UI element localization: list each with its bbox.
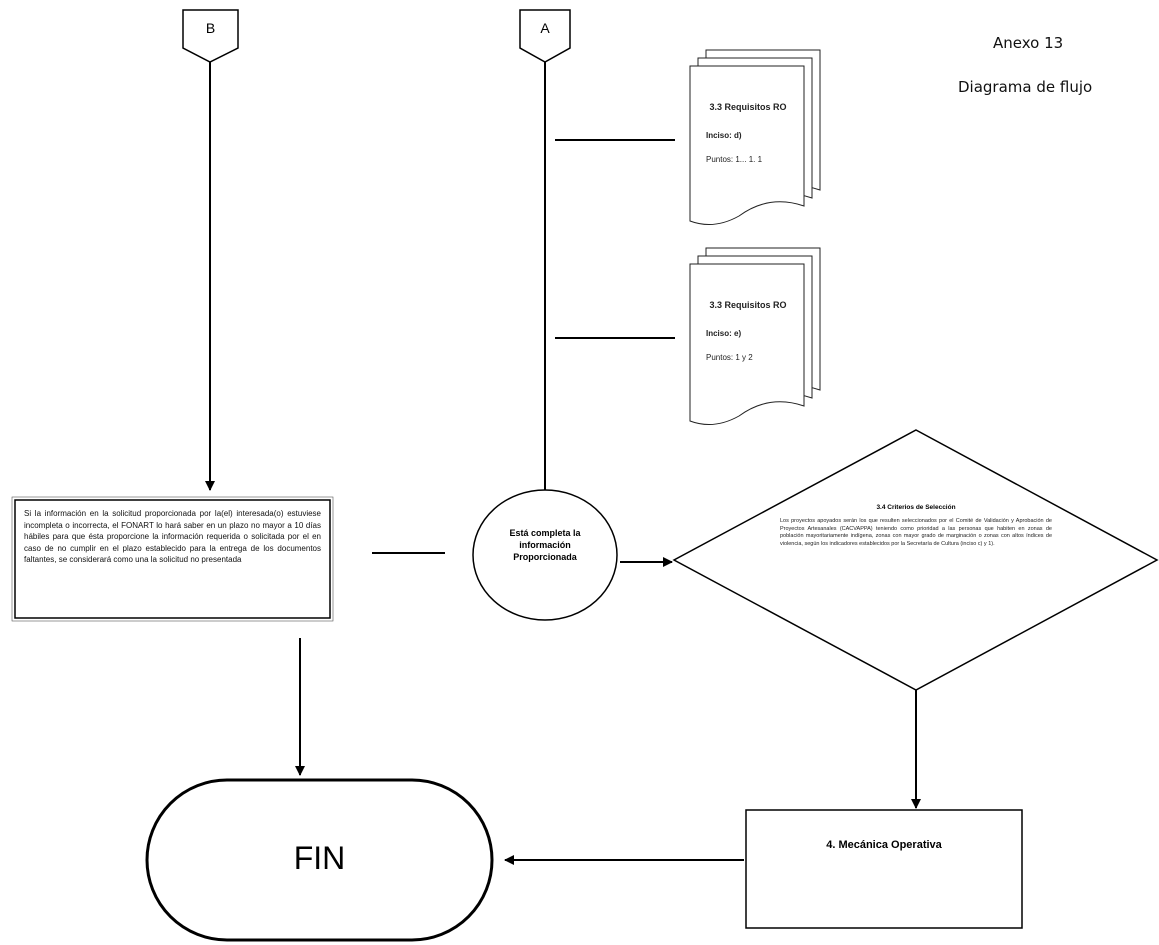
diagram-subtitle: Diagrama de flujo	[958, 78, 1093, 96]
connector-b-label: B	[205, 20, 216, 36]
process-box-text: Si la información en la solicitud propor…	[24, 509, 321, 564]
decision-circle-shape	[472, 489, 618, 621]
document-1-title: 3.3 Requisitos RO	[709, 102, 787, 112]
criteria-content: 3.4 Criterios de Selección Los proyectos…	[780, 503, 1052, 548]
process-box-shape	[14, 499, 331, 619]
connector-a-label: A	[540, 20, 550, 36]
decision-circle-text: Está completa la información Proporciona…	[509, 528, 581, 562]
document-1-puntos: Puntos: 1... 1. 1	[706, 155, 763, 164]
criteria-diamond-shape	[672, 429, 1159, 691]
connector-b-shape	[182, 9, 239, 63]
mecanica-box-shape	[745, 809, 1023, 929]
document-2-puntos: Puntos: 1 y 2	[706, 353, 753, 362]
criteria-title: 3.4 Criterios de Selección	[876, 504, 956, 511]
document-2-inciso: Inciso: e)	[706, 329, 742, 338]
document-stack-1	[689, 49, 821, 226]
document-stack-2	[689, 247, 821, 426]
fin-terminator-shape	[145, 778, 494, 942]
fin-label: FIN	[293, 840, 346, 876]
document-2-title: 3.3 Requisitos RO	[709, 300, 787, 310]
mecanica-label: 4. Mecánica Operativa	[826, 839, 942, 851]
annex-label: Anexo 13	[993, 34, 1064, 52]
criteria-body: Los proyectos apoyados serán los que res…	[780, 518, 1052, 547]
document-1-inciso: Inciso: d)	[706, 131, 742, 140]
connector-a-shape	[519, 9, 571, 63]
document-1-content: 3.3 Requisitos RO Inciso: d) Puntos: 1..…	[700, 102, 796, 165]
document-2-content: 3.3 Requisitos RO Inciso: e) Puntos: 1 y…	[700, 300, 796, 363]
